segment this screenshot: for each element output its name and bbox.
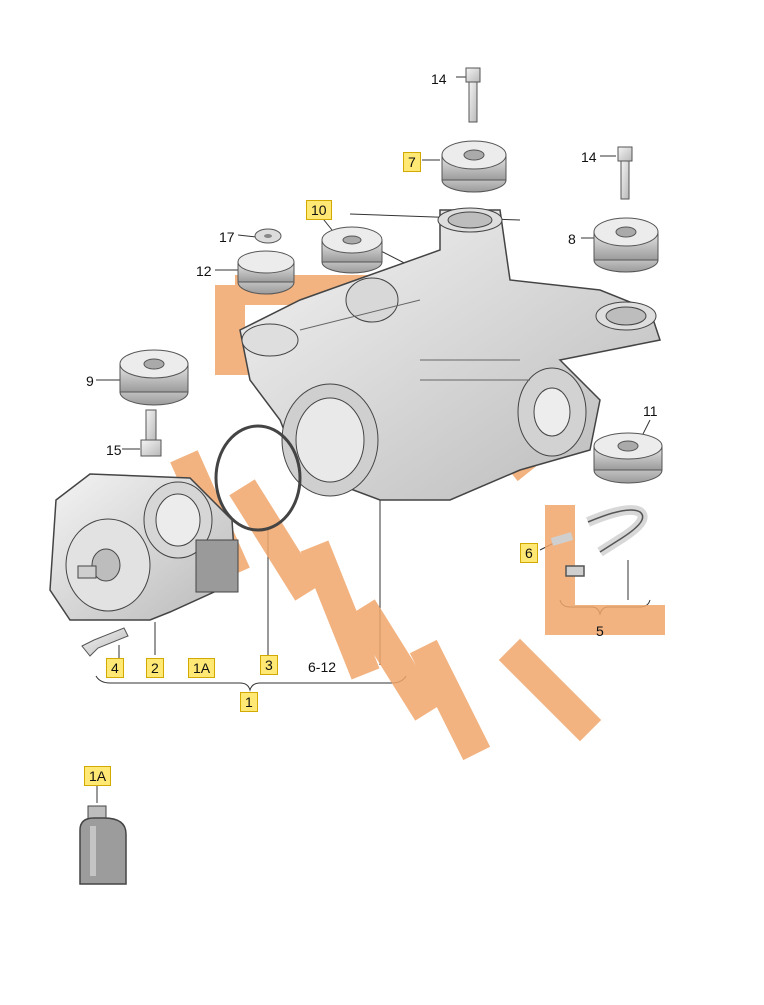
callout-1: 1: [240, 692, 258, 712]
callout-11: 11: [643, 403, 658, 419]
o-ring: [214, 424, 302, 532]
washer-17: [254, 228, 282, 244]
bolt-top: [465, 67, 481, 123]
mount-8: [593, 217, 659, 273]
callout-14-top: 14: [431, 71, 447, 87]
callout-1A-bottle: 1A: [84, 766, 112, 786]
callout-14-right: 14: [581, 149, 597, 165]
callout-8: 8: [568, 231, 576, 247]
mount-11: [593, 432, 663, 484]
callout-2: 2: [146, 658, 164, 678]
callout-9: 9: [86, 373, 94, 389]
callout-17: 17: [219, 229, 235, 245]
oil-bottle: [79, 805, 127, 885]
callout-10: 10: [306, 200, 332, 220]
mount-7: [441, 140, 507, 193]
differential-housing: [239, 207, 661, 501]
callout-6-12: 6-12: [308, 659, 337, 675]
callout-5: 5: [596, 623, 604, 639]
mount-12: [237, 250, 295, 295]
bolt-15: [140, 409, 162, 457]
callout-7: 7: [403, 152, 421, 172]
callout-4: 4: [106, 658, 124, 678]
bolt-right: [617, 146, 633, 200]
coupling-unit: [49, 473, 239, 621]
mount-9: [119, 349, 189, 406]
bolt-4: [81, 627, 129, 657]
callout-3: 3: [260, 655, 278, 675]
callout-1A: 1A: [188, 658, 216, 678]
callout-15: 15: [106, 442, 122, 458]
callout-12: 12: [196, 263, 212, 279]
mount-10: [321, 226, 383, 274]
callout-6: 6: [520, 543, 538, 563]
vent-hose: [550, 505, 648, 577]
